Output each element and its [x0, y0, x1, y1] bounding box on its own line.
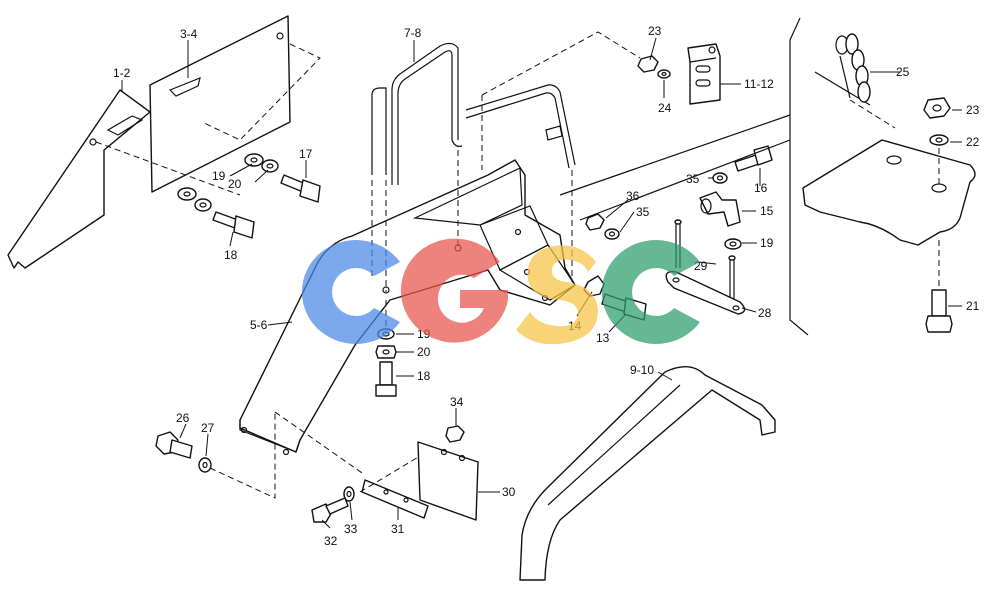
washers-upper-left: [177, 153, 279, 212]
callout-21: 21: [966, 299, 980, 313]
callout-labels: 1-2 3-4 7-8 23 24 11-12 17 19 20 18 5-6 …: [113, 24, 980, 548]
washer-24: [657, 69, 671, 79]
callout-18-upper: 18: [224, 248, 238, 262]
callout-22: 22: [966, 135, 980, 149]
nut-34: [445, 425, 465, 443]
fasteners-center: [375, 328, 397, 397]
chain-guide-line: [849, 99, 896, 129]
callout-9-10: 9-10: [630, 363, 654, 377]
bolt-17: [280, 174, 321, 203]
bolt-16: [734, 145, 773, 172]
callout-31: 31: [391, 522, 405, 536]
watermark-letter-g-red: [400, 238, 508, 343]
nut-23-right: [923, 97, 951, 119]
bolt-18-upper: [212, 211, 255, 239]
watermark-letter-s-yellow: [516, 245, 598, 345]
cgsc-watermark-logo: [301, 238, 700, 345]
callout-20-left: 20: [228, 177, 242, 191]
watermark-letter-c-blue: [301, 240, 400, 345]
callout-36: 36: [626, 189, 640, 203]
callout-35-right: 35: [686, 172, 700, 186]
callout-18-center: 18: [417, 369, 431, 383]
callout-19-right: 19: [760, 236, 774, 250]
step-plate: [802, 139, 976, 246]
callout-20-center: 20: [417, 345, 431, 359]
mud-flap-30: [417, 441, 479, 521]
callout-23-right: 23: [966, 103, 980, 117]
bolt-32: [311, 497, 349, 523]
washer-33: [343, 486, 355, 502]
callout-3-4: 3-4: [180, 27, 198, 41]
callout-5-6: 5-6: [250, 318, 268, 332]
bolt-21: [925, 289, 953, 333]
callout-16: 16: [754, 181, 768, 195]
plate-3-4: [149, 15, 291, 193]
callout-27: 27: [201, 421, 215, 435]
bracket-31: [361, 479, 429, 519]
nut-washer-36-35: [585, 213, 620, 240]
callout-17: 17: [299, 147, 313, 161]
bracket-11-12: [687, 43, 721, 105]
handle-7-8: [371, 42, 576, 185]
washer-35-right: [712, 172, 728, 184]
mudguard-9-10: [519, 366, 776, 581]
side-plate-1-2: [7, 89, 151, 269]
callout-25: 25: [896, 65, 910, 79]
callout-11-12: 11-12: [744, 77, 774, 91]
callout-1-2: 1-2: [113, 66, 131, 80]
washer-19-right: [724, 238, 742, 250]
callout-13: 13: [596, 331, 610, 345]
callout-24: 24: [658, 101, 672, 115]
bolt-guide-line: [209, 412, 276, 499]
callout-34: 34: [450, 395, 464, 409]
callout-28: 28: [758, 306, 772, 320]
strap-28: [665, 271, 746, 315]
callout-33: 33: [344, 522, 358, 536]
callout-30: 30: [502, 485, 516, 499]
right-guide-lines: [559, 17, 809, 336]
elbow-fitting-15: [699, 191, 741, 227]
flap-guide-lines: [274, 411, 421, 493]
callout-23-top: 23: [648, 24, 662, 38]
callout-15: 15: [760, 204, 774, 218]
watermark-letter-c-green: [601, 239, 700, 344]
callout-7-8: 7-8: [404, 26, 422, 40]
callout-35-center: 35: [636, 205, 650, 219]
nut-23-top: [637, 55, 659, 73]
bolt-26: [155, 431, 193, 459]
plate-guide-lines: [95, 43, 321, 196]
callout-32: 32: [324, 534, 338, 548]
chain-25: [814, 33, 871, 106]
washer-27: [198, 457, 212, 473]
callout-19-left: 19: [212, 169, 226, 183]
callout-26: 26: [176, 411, 190, 425]
washer-22: [929, 134, 949, 146]
